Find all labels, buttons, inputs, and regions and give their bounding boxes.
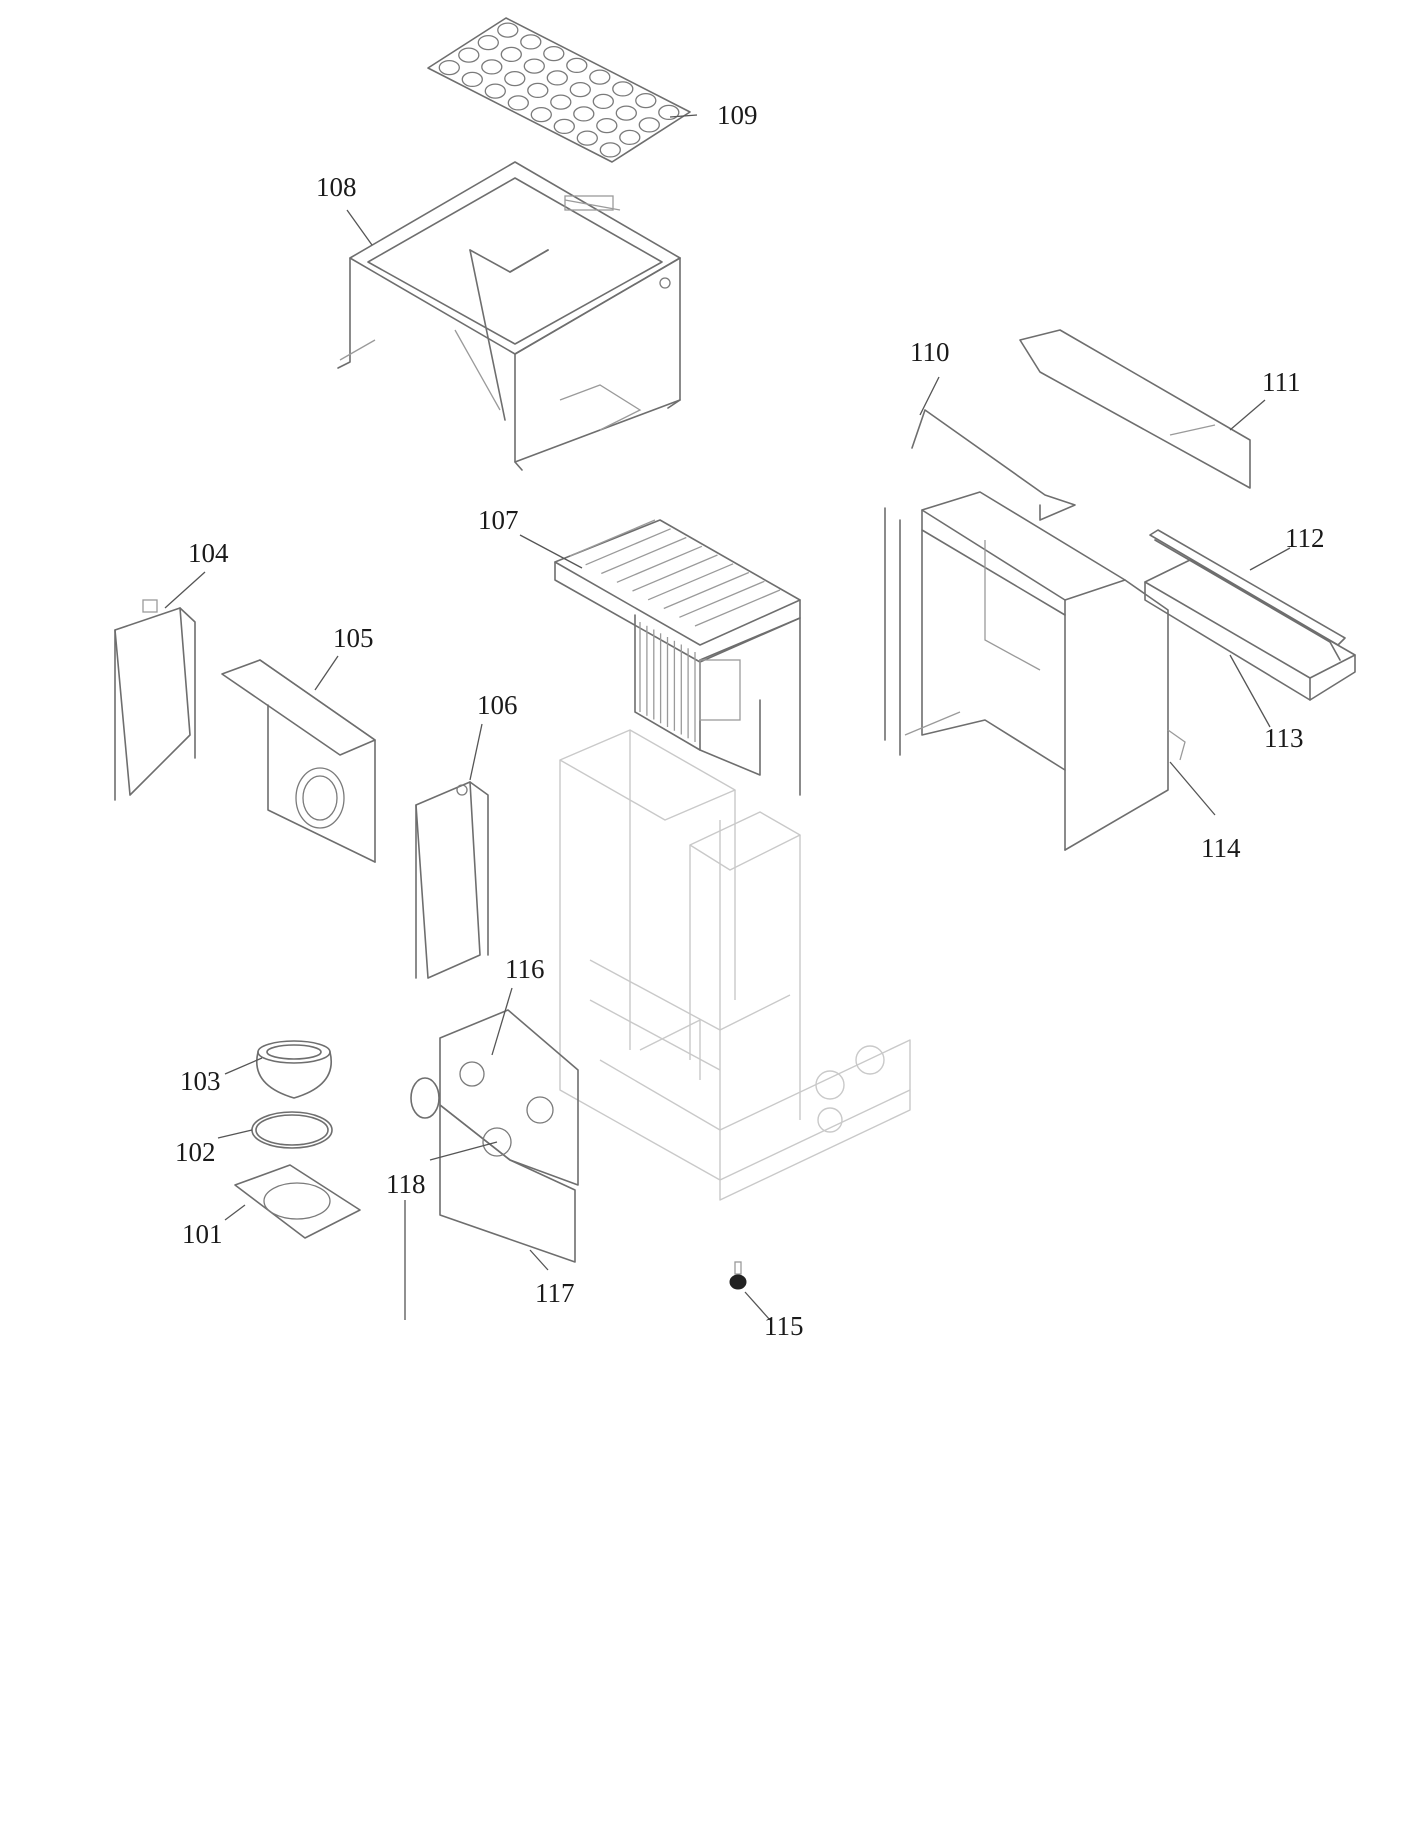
- callout-114: 114: [1201, 833, 1241, 863]
- leader-lines: [164, 114, 1291, 1321]
- callout-101: 101: [182, 1219, 223, 1249]
- grill-hole: [596, 117, 618, 134]
- callout-116: 116: [505, 954, 545, 984]
- grill-hole: [589, 69, 611, 85]
- grill-hole: [530, 106, 552, 123]
- exchanger-bar: [569, 519, 656, 557]
- grill-hole: [477, 34, 499, 51]
- grill-hole: [635, 92, 657, 109]
- grill-hole: [638, 117, 660, 133]
- callout-103: 103: [180, 1066, 221, 1096]
- grill-hole: [592, 93, 614, 110]
- exchanger-bar: [663, 571, 750, 610]
- part-117-lower-rear-panel: [439, 1104, 576, 1263]
- exchanger-bar: [616, 545, 703, 583]
- exchanger-bar: [694, 589, 781, 627]
- grill-hole: [497, 22, 519, 38]
- part-108-hopper-box: [337, 161, 681, 471]
- exchanger-bar: [632, 554, 718, 592]
- callout-115: 115: [764, 1311, 804, 1341]
- part-115-leveling-foot: [729, 1261, 747, 1290]
- part-102-sealing-ring: [251, 1111, 333, 1149]
- callout-105: 105: [333, 623, 374, 653]
- grill-hole: [615, 105, 637, 121]
- part-103-burner-cup: [256, 1040, 332, 1099]
- part-111-cover-panel: [1019, 329, 1251, 489]
- grill-hole: [523, 58, 545, 74]
- grill-hole: [527, 82, 549, 99]
- grill-hole: [461, 71, 483, 88]
- exchanger-bar: [647, 563, 734, 601]
- part-106-right-panel: [415, 781, 489, 979]
- callout-107: 107: [478, 505, 519, 535]
- grill-hole: [599, 142, 621, 158]
- callout-117: 117: [535, 1278, 575, 1308]
- exchanger-bar: [679, 580, 765, 618]
- grill-hole: [553, 118, 575, 135]
- grill-hole: [458, 47, 480, 63]
- callout-106: 106: [477, 690, 518, 720]
- part-105-front-panel: [221, 659, 376, 863]
- part-107-heat-exchanger: [554, 519, 801, 796]
- grill-hole: [484, 83, 506, 99]
- grill-hole: [546, 70, 568, 86]
- part-109-grill-plate: [427, 17, 691, 163]
- grill-hole: [612, 81, 634, 97]
- part-104-left-panel: [114, 599, 196, 801]
- callout-108: 108: [316, 172, 357, 202]
- callout-102: 102: [175, 1137, 216, 1167]
- main-cabinet-body: [559, 729, 911, 1201]
- grill-hole: [576, 130, 598, 146]
- part-112-113-channel-rails: [1144, 529, 1356, 701]
- callout-113: 113: [1264, 723, 1304, 753]
- callout-109: 109: [717, 100, 758, 130]
- exchanger-bar: [601, 536, 687, 575]
- callout-111: 111: [1262, 367, 1301, 397]
- grill-hole: [520, 34, 542, 50]
- callout-104: 104: [188, 538, 229, 568]
- grill-hole: [658, 104, 680, 121]
- callout-110: 110: [910, 337, 950, 367]
- grill-hole: [507, 95, 529, 111]
- part-110-deflector: [911, 409, 1076, 521]
- part-118-grommet: [404, 1077, 440, 1320]
- grill-hole: [504, 70, 526, 87]
- callout-118: 118: [386, 1169, 426, 1199]
- part-101-base-plate: [234, 1164, 361, 1239]
- grill-hole: [573, 106, 595, 122]
- exchanger-bar: [585, 528, 671, 566]
- grill-hole: [569, 81, 591, 98]
- grill-hole: [619, 129, 641, 146]
- grill-hole: [543, 45, 565, 62]
- grill-hole: [481, 59, 503, 75]
- grill-hole: [500, 46, 522, 63]
- grill-hole: [566, 57, 588, 74]
- part-114-rear-frame: [884, 491, 1186, 851]
- callout-labels: 109 108 110 111 107 112 104 105 106 113 …: [175, 100, 1325, 1341]
- grill-hole: [550, 94, 572, 110]
- callout-112: 112: [1285, 523, 1325, 553]
- grill-hole: [438, 59, 460, 76]
